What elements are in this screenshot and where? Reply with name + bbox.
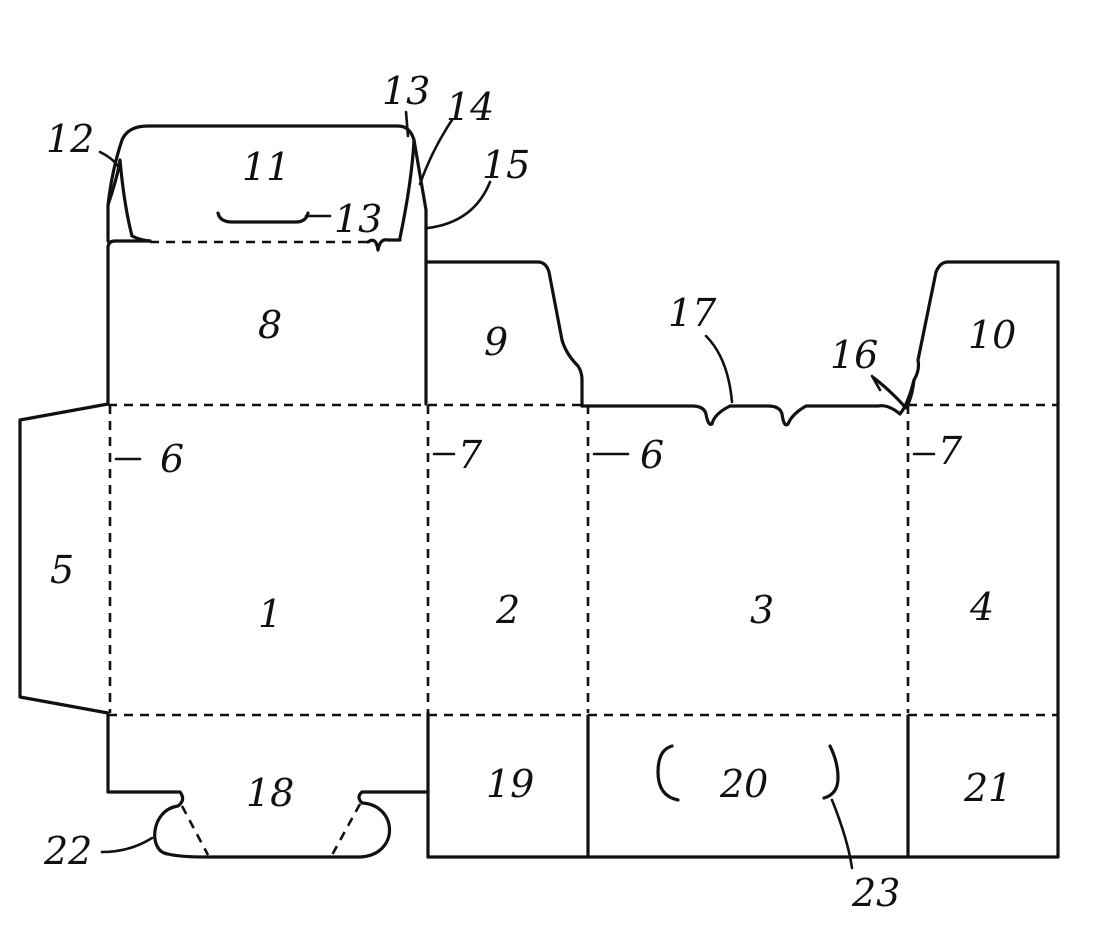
leader-15 [426, 180, 492, 230]
bottom-flap-18-outline [106, 711, 430, 859]
slit-23-right [822, 744, 840, 800]
fold-22-right [330, 803, 362, 856]
callout-22: 22 [43, 829, 92, 873]
callout-14: 14 [446, 85, 494, 129]
callout-12: 12 [46, 117, 94, 161]
panel-1-left-edge [106, 239, 152, 406]
leader-lines [98, 110, 936, 870]
leader-22 [100, 836, 154, 854]
flap-label-8: 8 [258, 303, 282, 347]
flap-label-20: 20 [719, 762, 768, 806]
leader-23 [830, 798, 854, 870]
panel-label-1: 1 [258, 592, 282, 636]
callout-7-left: 7 [458, 433, 483, 477]
panel-labels: 1 2 3 4 5 8 9 10 11 18 19 20 21 [50, 145, 1016, 815]
leader-17 [704, 334, 734, 404]
flap-label-11: 11 [242, 145, 290, 189]
panel-label-4: 4 [969, 585, 994, 629]
panel-label-5: 5 [50, 548, 74, 592]
leader-16 [870, 374, 882, 392]
flap-label-21: 21 [963, 766, 1012, 810]
panel-3-top-edge [580, 404, 880, 427]
flap-label-10: 10 [968, 313, 1016, 357]
callout-labels: 6 7 6 7 12 13 13 14 15 16 17 22 23 [43, 69, 963, 915]
notch-16 [872, 376, 916, 410]
flap-label-19: 19 [486, 762, 534, 806]
callout-6-left: 6 [160, 437, 184, 481]
flap-9-outline [424, 260, 584, 408]
slit-23-left [656, 744, 680, 802]
flap-label-18: 18 [246, 771, 294, 815]
callout-23: 23 [851, 871, 900, 915]
notch-13 [366, 238, 402, 252]
callout-16: 16 [830, 333, 878, 377]
callout-6-right: 6 [640, 433, 664, 477]
callout-13-top: 13 [382, 69, 430, 113]
dust-tab-curve-right [398, 138, 416, 240]
callout-17: 17 [668, 291, 717, 335]
lock-slit-13 [216, 211, 310, 224]
fold-22-left [180, 805, 210, 856]
callout-7-right: 7 [938, 429, 963, 473]
glue-flap-outline [18, 402, 110, 715]
leader-12 [98, 150, 122, 172]
leader-13-top [404, 110, 410, 138]
callout-15: 15 [482, 143, 530, 187]
flap-label-9: 9 [484, 320, 508, 364]
cut-lines [18, 124, 1060, 859]
dust-tab-curve-left [106, 158, 152, 243]
panel-label-2: 2 [495, 588, 520, 632]
fold-lines [108, 240, 1058, 856]
panel-4-right-edge [426, 402, 1060, 859]
leader-14 [418, 118, 454, 186]
callout-13-slit: 13 [334, 197, 382, 241]
panel-label-3: 3 [750, 588, 774, 632]
